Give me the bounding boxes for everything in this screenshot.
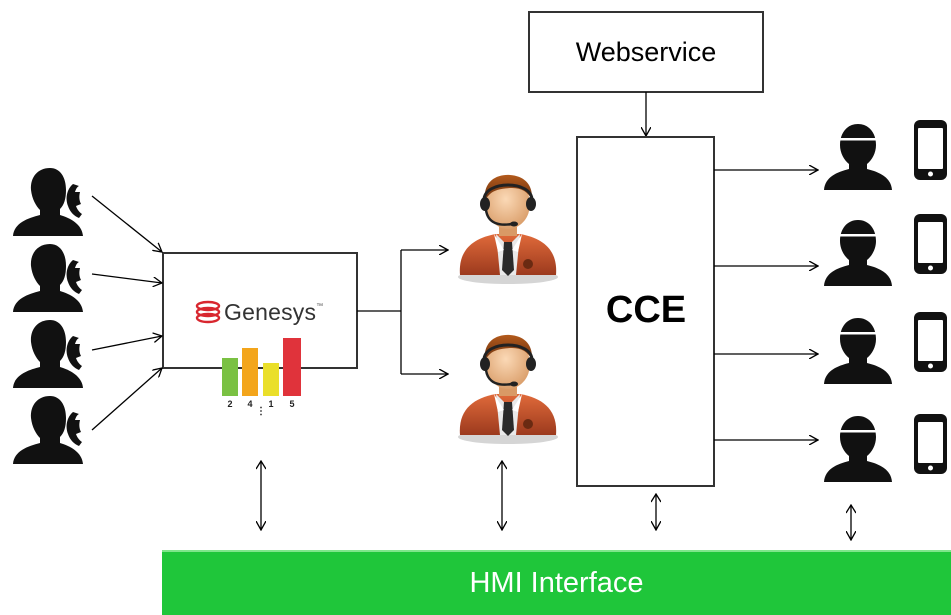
field-user-icon bbox=[824, 124, 892, 190]
webservice-box[interactable] bbox=[528, 11, 764, 93]
queue-bar bbox=[283, 338, 301, 396]
caller-icon bbox=[13, 320, 83, 388]
hmi-interface-bar[interactable] bbox=[162, 550, 951, 615]
caller-arrow bbox=[91, 368, 162, 431]
cce-label: CCE bbox=[605, 288, 687, 331]
caller-arrow bbox=[91, 195, 162, 252]
queue-more-indicator: ⋮ bbox=[256, 406, 266, 417]
field-user-icon bbox=[824, 220, 892, 286]
queue-count-label: 5 bbox=[289, 399, 295, 409]
agent-icon bbox=[456, 173, 560, 286]
caller-arrow bbox=[91, 273, 162, 283]
hmi-interface-label: HMI Interface bbox=[469, 567, 644, 599]
queue-bar-chart bbox=[222, 338, 301, 396]
queue-count-label: 4 bbox=[247, 399, 253, 409]
genesys-logo: Genesys ™ bbox=[196, 295, 323, 329]
field-user-icon bbox=[824, 318, 892, 384]
queue-bar bbox=[222, 358, 238, 396]
caller-icon bbox=[13, 396, 83, 464]
smartphone-icon bbox=[914, 214, 947, 274]
queue-bar bbox=[263, 363, 279, 396]
field-user-icon bbox=[824, 416, 892, 482]
cce-box[interactable] bbox=[576, 136, 715, 487]
smartphone-icon bbox=[914, 120, 947, 180]
genesys-box[interactable] bbox=[162, 252, 358, 369]
agent-icon bbox=[456, 333, 560, 446]
webservice-label: Webservice bbox=[575, 36, 717, 67]
caller-icon bbox=[13, 244, 83, 312]
queue-count-label: 2 bbox=[227, 399, 233, 409]
caller-icon bbox=[13, 168, 83, 236]
genesys-name: Genesys bbox=[224, 298, 317, 325]
caller-arrow bbox=[91, 336, 162, 351]
smartphone-icon bbox=[914, 312, 947, 372]
queue-count-label: 1 bbox=[268, 399, 274, 409]
queue-bar bbox=[242, 348, 258, 396]
genesys-trademark: ™ bbox=[316, 303, 324, 310]
genesys-logo-icon bbox=[195, 300, 221, 324]
smartphone-icon bbox=[914, 414, 947, 474]
